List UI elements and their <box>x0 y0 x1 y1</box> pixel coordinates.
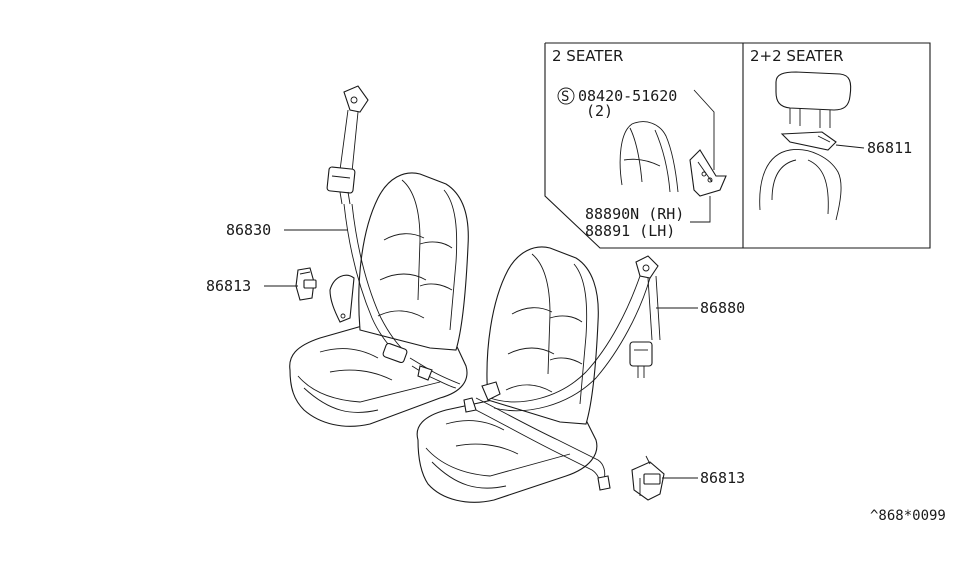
screw-symbol: S <box>561 89 569 105</box>
callout-belt-right: 86880 <box>700 299 745 317</box>
two-plus-two-seater-title: 2+2 SEATER <box>750 47 844 65</box>
right-buckle <box>631 455 665 501</box>
bracket-lh-part: 88891 (LH) <box>585 222 675 240</box>
right-seat <box>416 246 599 503</box>
screw-quantity: (2) <box>586 102 613 120</box>
screw-symbol-circle <box>557 87 575 105</box>
inset-box: 2 SEATER 2+2 SEATER S 08420-51620 (2) 88… <box>544 42 931 249</box>
inset-headrest <box>759 71 852 221</box>
inset-seat-back <box>619 121 679 193</box>
callout-buckle-left: 86813 <box>206 277 251 295</box>
left-seat <box>289 172 469 427</box>
callout-buckle-right: 86813 <box>700 469 745 487</box>
bracket-leader-line <box>690 196 711 223</box>
bracket-rh-part: 88890N (RH) <box>585 205 684 223</box>
two-seater-title: 2 SEATER <box>552 47 623 65</box>
diagram-code: ^868*0099 <box>870 508 946 524</box>
right-seat-belt <box>463 255 661 491</box>
screw-part-number: 08420-51620 <box>578 87 677 105</box>
headrest-leader-line <box>835 144 865 149</box>
callout-belt-left: 86830 <box>226 221 271 239</box>
left-buckle <box>295 267 317 301</box>
screw-leader-line <box>693 89 715 170</box>
callouts: 86830 86813 86880 86813 <box>206 221 745 487</box>
headrest-part-number: 86811 <box>867 139 912 157</box>
inset-bracket <box>689 149 727 197</box>
left-seat-belt <box>326 85 461 389</box>
